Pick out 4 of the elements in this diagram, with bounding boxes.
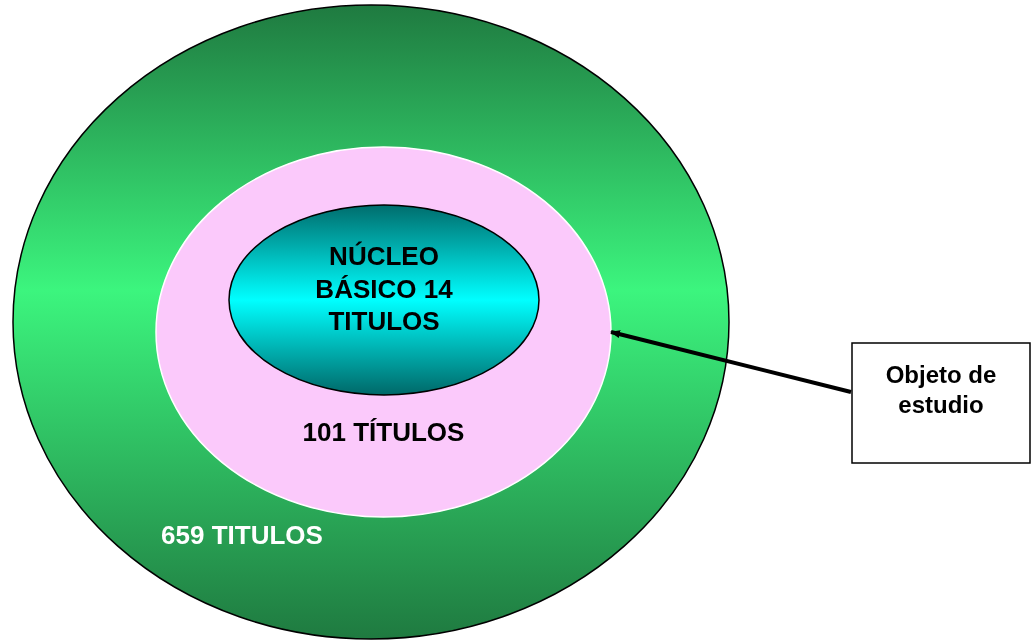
- ellipse-label: NÚCLEO BÁSICO 14 TITULOS: [314, 240, 454, 338]
- box-label: Objeto de estudio: [884, 360, 998, 420]
- ellipse-label: 101 TÍTULOS: [301, 416, 466, 449]
- ellipse-label: 659 TITULOS: [160, 519, 324, 552]
